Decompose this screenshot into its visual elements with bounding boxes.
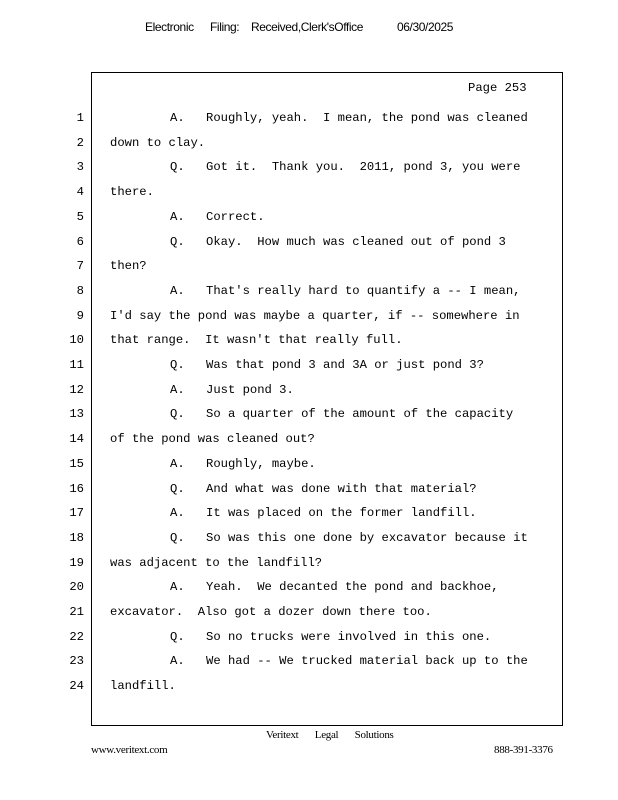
speaker-label: A. bbox=[170, 209, 185, 224]
line-number: 10 bbox=[69, 333, 84, 348]
transcript-line-text: down to clay. bbox=[110, 135, 206, 150]
transcript-line-text: that range. It wasn't that really full. bbox=[110, 333, 403, 348]
page-number: Page 253 bbox=[468, 81, 527, 95]
transcript-line-text: was adjacent to the landfill? bbox=[110, 555, 323, 570]
line-number: 24 bbox=[69, 679, 84, 694]
transcript-frame bbox=[91, 72, 563, 726]
speaker-label: Q. bbox=[170, 407, 185, 422]
line-number: 19 bbox=[69, 555, 84, 570]
speaker-label: A. bbox=[170, 506, 185, 521]
line-number: 3 bbox=[76, 160, 84, 175]
transcript-line-text: of the pond was cleaned out? bbox=[110, 432, 315, 447]
speaker-label: A. bbox=[170, 654, 185, 669]
transcript-line-text: We had -- We trucked material back up to… bbox=[206, 654, 528, 669]
speaker-label: A. bbox=[170, 111, 185, 125]
speaker-label: A. bbox=[170, 382, 185, 397]
transcript-line-text: then? bbox=[110, 259, 147, 274]
speaker-label: Q. bbox=[170, 481, 185, 496]
transcript-line-text: Roughly, yeah. I mean, the pond was clea… bbox=[206, 111, 528, 125]
transcript-line-text: It was placed on the former landfill. bbox=[206, 506, 477, 521]
transcript-line-text: Roughly, maybe. bbox=[206, 456, 316, 471]
transcript-line-text: Just pond 3. bbox=[206, 382, 294, 397]
line-number: 15 bbox=[69, 456, 84, 471]
transcript-line-text: Yeah. We decanted the pond and backhoe, bbox=[206, 580, 499, 595]
transcript-line-text: Okay. How much was cleaned out of pond 3 bbox=[206, 234, 506, 249]
speaker-label: Q. bbox=[170, 234, 185, 249]
header-electronic: Electronic bbox=[145, 20, 194, 34]
line-number: 20 bbox=[69, 580, 84, 595]
line-number: 6 bbox=[76, 234, 84, 249]
speaker-label: A. bbox=[170, 283, 185, 298]
header-filing: Filing: bbox=[210, 20, 240, 34]
line-number: 14 bbox=[69, 432, 84, 447]
speaker-label: A. bbox=[170, 580, 185, 595]
speaker-label: Q. bbox=[170, 530, 185, 545]
line-number: 2 bbox=[76, 135, 84, 150]
transcript-line-text: That's really hard to quantify a -- I me… bbox=[206, 283, 521, 298]
transcript-line-text: Was that pond 3 and 3A or just pond 3? bbox=[206, 358, 484, 372]
transcript-line-text: Got it. Thank you. 2011, pond 3, you wer… bbox=[206, 160, 521, 175]
line-number: 16 bbox=[69, 481, 84, 496]
line-number: 9 bbox=[76, 308, 84, 323]
line-number: 12 bbox=[69, 382, 84, 397]
transcript-line-text: So no trucks were involved in this one. bbox=[206, 629, 492, 644]
line-number: 8 bbox=[76, 283, 84, 298]
footer-phone: 888-391-3376 bbox=[494, 744, 553, 756]
line-number: 11 bbox=[69, 358, 84, 372]
speaker-label: Q. bbox=[170, 358, 185, 372]
header-received: Received,Clerk'sOffice bbox=[251, 20, 363, 34]
header-date: 06/30/2025 bbox=[397, 20, 454, 34]
line-number: 21 bbox=[69, 605, 84, 619]
line-number: 13 bbox=[69, 407, 84, 422]
line-number: 7 bbox=[76, 259, 84, 274]
transcript-line-text: So was this one done by excavator becaus… bbox=[206, 530, 528, 545]
line-number: 18 bbox=[69, 530, 84, 545]
speaker-label: A. bbox=[170, 456, 185, 471]
footer-website: www.veritext.com bbox=[91, 744, 168, 756]
line-number: 4 bbox=[76, 185, 84, 200]
line-number: 23 bbox=[69, 654, 84, 669]
line-number: 22 bbox=[69, 629, 84, 644]
transcript-line-text: there. bbox=[110, 185, 154, 200]
speaker-label: Q. bbox=[170, 160, 185, 175]
transcript-line-text: excavator. Also got a dozer down there t… bbox=[110, 605, 432, 619]
transcript-line-text: I'd say the pond was maybe a quarter, if… bbox=[110, 308, 520, 323]
footer-company: Veritext Legal Solutions bbox=[266, 729, 394, 741]
line-number: 5 bbox=[76, 209, 84, 224]
transcript-line-text: landfill. bbox=[110, 679, 176, 694]
transcript-line-text: And what was done with that material? bbox=[206, 481, 477, 496]
transcript-line-text: Correct. bbox=[206, 209, 265, 224]
speaker-label: Q. bbox=[170, 629, 185, 644]
line-number: 17 bbox=[69, 506, 84, 521]
line-number: 1 bbox=[76, 111, 84, 125]
transcript-line-text: So a quarter of the amount of the capaci… bbox=[206, 407, 514, 422]
